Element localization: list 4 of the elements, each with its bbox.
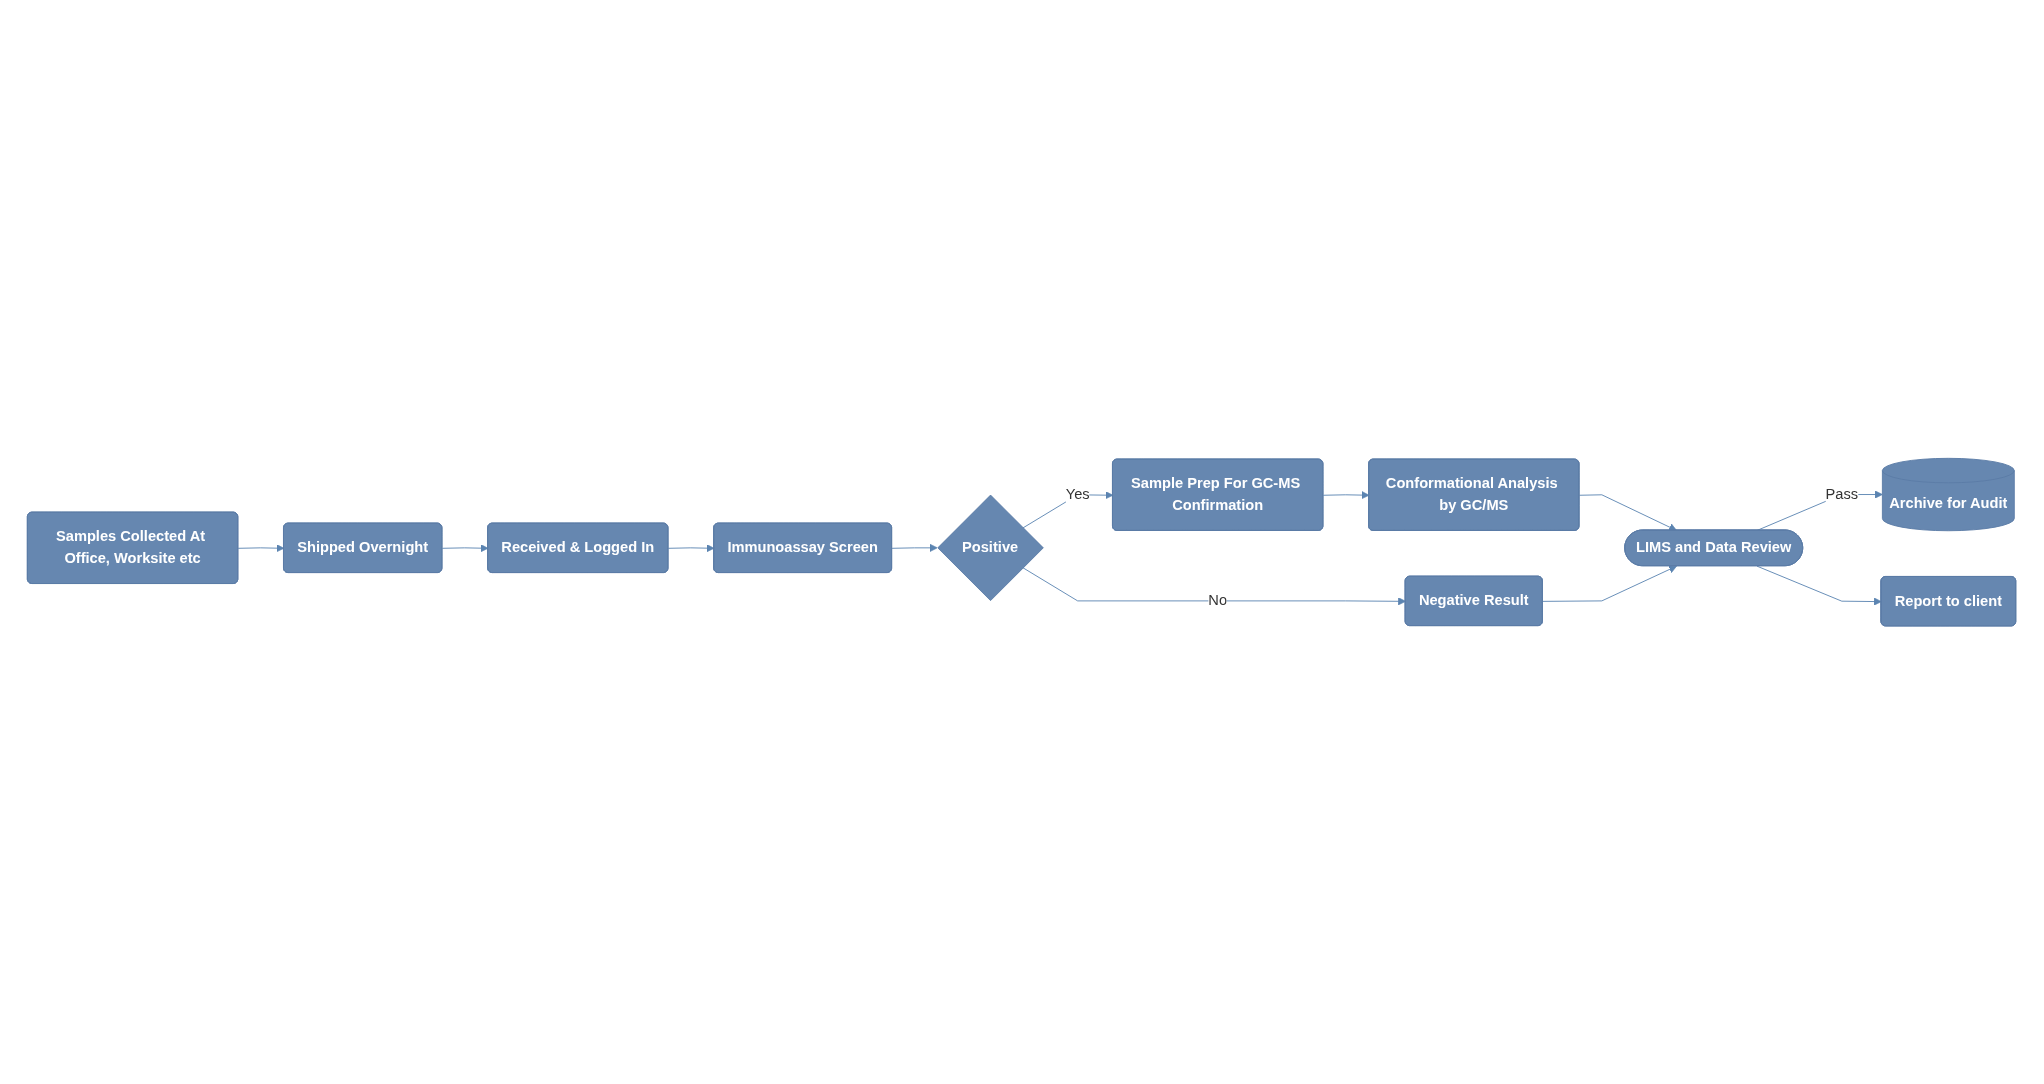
edge-label: Yes	[1066, 486, 1091, 503]
edge-label: No	[1208, 592, 1228, 609]
node-diamond: Positive	[937, 494, 1045, 601]
edge-label: Pass	[1825, 486, 1859, 502]
